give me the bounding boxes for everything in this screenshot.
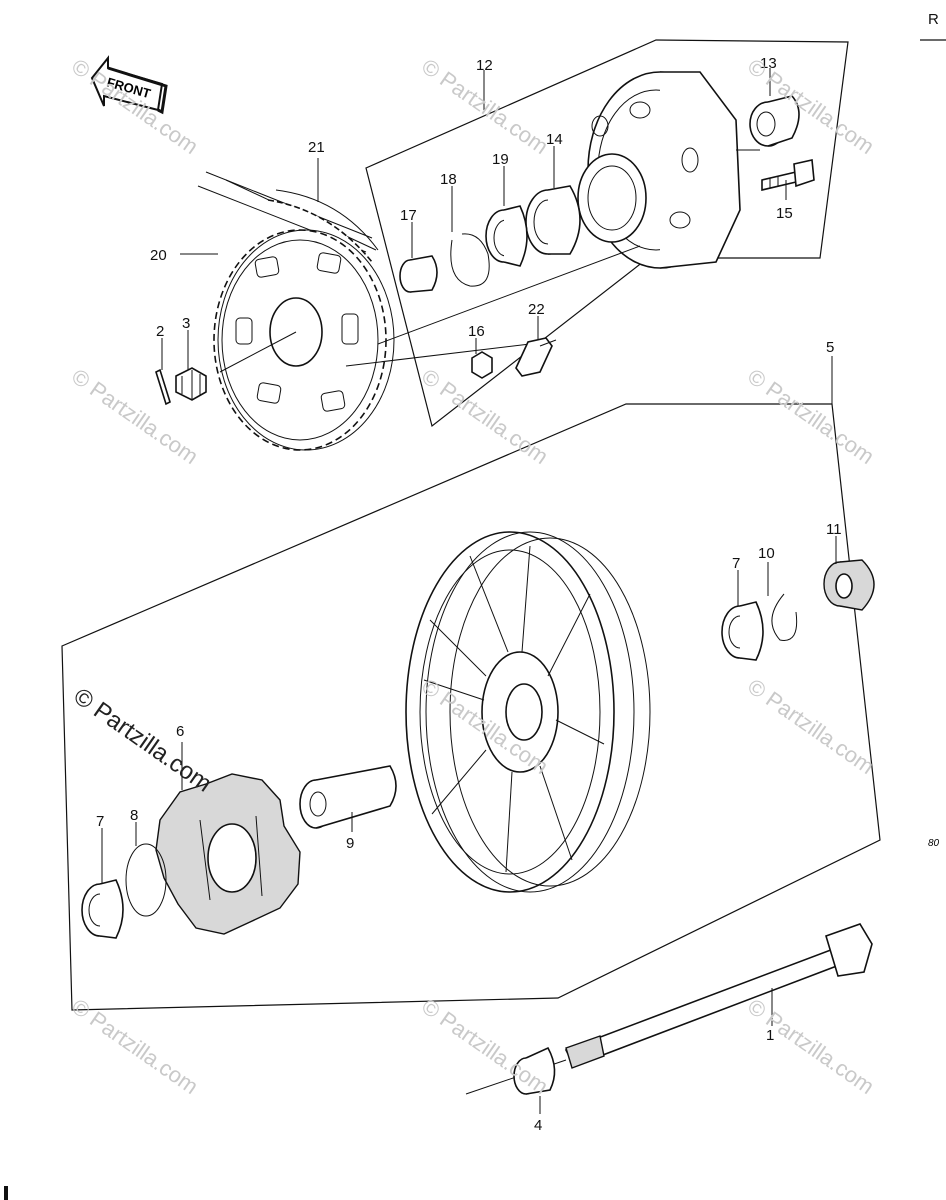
watermark-faint: © Partzilla.com xyxy=(417,364,553,470)
callout-1: 1 xyxy=(766,1027,774,1044)
wheel-bearing-left xyxy=(81,879,124,939)
callout-21: 21 xyxy=(308,139,325,156)
sprocket-nut xyxy=(345,343,531,379)
front-arrow: FRONT xyxy=(90,55,168,115)
axle-centerline-upper xyxy=(377,245,641,345)
callout-8: 8 xyxy=(130,807,138,824)
corner-letter: R xyxy=(928,11,939,28)
callout-11: 11 xyxy=(826,521,842,538)
rear-axle xyxy=(465,923,873,1095)
hub-oil-seal xyxy=(485,205,528,267)
castle-nut xyxy=(175,367,207,401)
callout-5: 5 xyxy=(826,339,834,356)
callout-3: 3 xyxy=(182,315,190,332)
callout-12: 12 xyxy=(476,57,493,74)
hub-group-outline xyxy=(365,39,849,428)
wheel-oil-seal xyxy=(823,559,875,611)
hub-bearing xyxy=(525,185,581,255)
wheel-circlip xyxy=(771,593,798,641)
callout-13: 13 xyxy=(760,55,777,72)
rear-sprocket xyxy=(213,229,395,451)
hub-circlip xyxy=(450,233,490,287)
rubber-damper xyxy=(155,773,301,935)
callout-7-right: 7 xyxy=(732,555,740,572)
o-ring xyxy=(125,843,167,917)
watermark-faint: © Partzilla.com xyxy=(743,674,879,780)
callout-numbers: 12 13 14 19 18 17 15 21 20 2 3 16 22 5 1… xyxy=(96,55,842,1134)
callout-7-left: 7 xyxy=(96,813,104,830)
watermark-faint: © Partzilla.com xyxy=(743,994,879,1100)
sprocket-hub xyxy=(577,71,760,269)
watermark-faint: © Partzilla.com xyxy=(67,994,203,1100)
callout-20: 20 xyxy=(150,247,167,264)
callout-10: 10 xyxy=(758,545,775,562)
callout-16: 16 xyxy=(468,323,485,340)
lock-washer xyxy=(515,337,557,377)
callout-6: 6 xyxy=(176,723,184,740)
callout-9: 9 xyxy=(346,835,354,852)
callout-22: 22 xyxy=(528,301,545,318)
watermark-faint: © Partzilla.com xyxy=(67,54,203,160)
callout-14: 14 xyxy=(546,131,563,148)
wheel-group-outline xyxy=(61,403,881,1011)
axle-collar xyxy=(513,1046,556,1095)
callout-2: 2 xyxy=(156,323,164,340)
callout-leaders xyxy=(101,68,837,1114)
hub-collar xyxy=(749,95,800,147)
watermark-faint: © Partzilla.com xyxy=(743,364,879,470)
hub-bolt xyxy=(761,159,815,192)
callout-19: 19 xyxy=(492,151,509,168)
cast-wheel xyxy=(405,531,651,893)
reference-code: 80 xyxy=(928,838,940,849)
callout-17: 17 xyxy=(400,207,417,224)
callout-4: 4 xyxy=(534,1117,542,1134)
watermark-main: © Partzilla.com xyxy=(69,683,217,798)
wheel-bearing-right xyxy=(721,601,764,661)
inner-collar xyxy=(399,255,438,293)
cotter-pin xyxy=(155,368,171,406)
callout-15: 15 xyxy=(776,205,793,222)
callout-18: 18 xyxy=(440,171,457,188)
watermark-faint: © Partzilla.com xyxy=(417,994,553,1100)
wheel-sleeve xyxy=(299,765,397,829)
